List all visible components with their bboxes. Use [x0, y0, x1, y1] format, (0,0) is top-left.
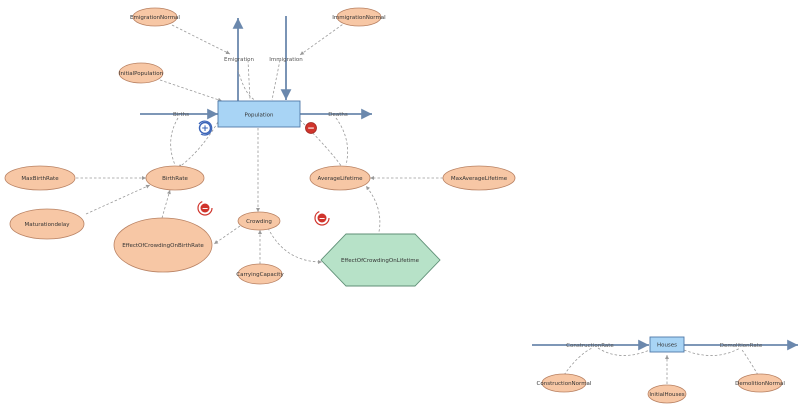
immigrationnormal-label: ImmigrationNormal: [332, 15, 386, 21]
construction-rate-label[interactable]: ConstructionRate: [566, 343, 614, 349]
variable-maturationdelay[interactable]: Maturationdelay: [9, 208, 85, 240]
effectofcrowdingonbirthrate-label: EffectOfCrowdingOnBirthRate: [122, 243, 204, 249]
maxaveragelifetime-label: MaxAverageLifetime: [451, 176, 508, 182]
link-emigration-population: [247, 59, 251, 101]
variable-immigrationnormal[interactable]: ImmigrationNormal: [332, 7, 386, 27]
deaths-flow-label[interactable]: Deaths: [328, 112, 348, 118]
births-flow-label[interactable]: Births: [173, 112, 189, 118]
loop-indicator-crowding-birth: −: [197, 200, 213, 216]
link-population-avglifetime: [299, 119, 343, 168]
crowding-label: Crowding: [246, 219, 272, 225]
variable-initialhouses[interactable]: InitialHouses: [647, 384, 687, 404]
constructionnormal-oval[interactable]: [541, 373, 587, 393]
averagelifetime-oval[interactable]: [309, 165, 371, 191]
crowding-birth-loop-sign: −: [202, 204, 209, 213]
effectofcrowdingonlifetime-hexagon[interactable]: [320, 233, 441, 287]
link-crowding-effectbirth: [213, 225, 241, 245]
negative-loop-icon: [317, 213, 327, 223]
constructionnormal-label: ConstructionNormal: [537, 381, 592, 387]
positive-loop-icon: [198, 121, 212, 135]
loop-arrow-icon: [314, 210, 330, 226]
causal-links: [76, 21, 759, 384]
population-stock[interactable]: [217, 100, 301, 128]
houses-label: Houses: [657, 343, 677, 349]
link-emigrationnormal-emigration: [171, 24, 231, 55]
immigration-flow-label[interactable]: Immigration: [269, 57, 303, 63]
loop-arrow-icon: [198, 120, 213, 136]
link-emig-pop-2: [237, 69, 256, 101]
loop-arrow-icon: [197, 200, 213, 216]
demolitionnormal-oval[interactable]: [737, 373, 783, 393]
maxbirthrate-oval[interactable]: [4, 165, 76, 191]
variable-effectofcrowdingonbirthrate[interactable]: EffectOfCrowdingOnBirthRate: [113, 217, 213, 273]
crowding-oval[interactable]: [237, 211, 281, 231]
loop-indicator-deaths: −: [305, 122, 317, 134]
births-loop-sign: +: [201, 124, 209, 134]
maxaveragelifetime-oval[interactable]: [442, 165, 516, 191]
link-maturationdelay-birthrate: [85, 184, 151, 215]
link-effectlifetime-avglifetime: [365, 185, 381, 237]
initialhouses-label: InitialHouses: [649, 392, 684, 398]
negative-loop-icon: [305, 122, 317, 134]
houses-stock[interactable]: [649, 336, 685, 353]
deaths-loop-sign: −: [307, 124, 315, 134]
maturationdelay-label: Maturationdelay: [25, 222, 71, 228]
link-deaths-avglifetime: [335, 117, 349, 166]
effectofcrowdingonlifetime-label: EffectOfCrowdingOnLifetime: [341, 258, 420, 264]
negative-loop-icon: [200, 203, 210, 213]
averagelifetime-label: AverageLifetime: [318, 176, 364, 182]
effectofcrowdingonbirthrate-oval[interactable]: [113, 217, 213, 273]
variable-crowding[interactable]: Crowding: [237, 211, 281, 231]
crowding-lifetime-loop-sign: −: [319, 214, 326, 223]
link-demolitionnormal-demolitionrate: [741, 349, 759, 376]
link-population-birthrate: [177, 121, 219, 169]
maturationdelay-oval[interactable]: [9, 208, 85, 240]
flow-pipes: [140, 16, 798, 351]
emigration-flow-label[interactable]: Emigration: [224, 57, 255, 63]
link-constructionnormal-constructionrate: [563, 347, 593, 376]
birthrate-oval[interactable]: [145, 165, 205, 191]
immigrationnormal-oval[interactable]: [336, 7, 382, 27]
link-crowding-effectlifetime: [267, 227, 323, 264]
variable-birthrate[interactable]: BirthRate: [145, 165, 205, 191]
variable-maxbirthrate[interactable]: MaxBirthRate: [4, 165, 76, 191]
variable-averagelifetime[interactable]: AverageLifetime: [309, 165, 371, 191]
maxbirthrate-label: MaxBirthRate: [21, 176, 59, 182]
link-births-birthrate: [170, 117, 179, 166]
variable-initialpopulation[interactable]: InitialPopulation: [118, 62, 164, 84]
carryingcapacity-label: CarryingCapacity: [236, 272, 284, 278]
emigrationnormal-oval[interactable]: [132, 7, 178, 27]
variable-emigrationnormal[interactable]: EmigrationNormal: [130, 7, 180, 27]
variable-carryingcapacity[interactable]: CarryingCapacity: [236, 263, 284, 285]
population-label: Population: [245, 113, 274, 119]
demolition-rate-label[interactable]: DemolitionRate: [720, 343, 763, 349]
link-houses-demolitionrate: [683, 347, 741, 356]
link-effectbirth-birthrate: [161, 189, 171, 219]
initialpopulation-label: InitialPopulation: [119, 71, 164, 77]
link-houses-constructionrate: [597, 347, 651, 356]
birthrate-label: BirthRate: [162, 176, 188, 182]
initialhouses-oval[interactable]: [647, 384, 687, 404]
demolitionnormal-label: DemolitionNormal: [735, 381, 785, 387]
variable-demolitionnormal[interactable]: DemolitionNormal: [735, 373, 785, 393]
loop-indicator-births: +: [198, 120, 213, 136]
link-initialpopulation-population: [159, 79, 223, 102]
carryingcapacity-oval[interactable]: [237, 263, 283, 285]
loop-indicator-crowding-lifetime: −: [314, 210, 330, 226]
emigrationnormal-label: EmigrationNormal: [130, 15, 180, 21]
variable-constructionnormal[interactable]: ConstructionNormal: [537, 373, 592, 393]
variable-maxaveragelifetime[interactable]: MaxAverageLifetime: [442, 165, 516, 191]
variable-effectofcrowdingonlifetime[interactable]: EffectOfCrowdingOnLifetime: [320, 233, 441, 287]
initialpopulation-oval[interactable]: [118, 62, 164, 84]
link-immigrationnormal-immigration: [299, 21, 347, 56]
link-immigration-population: [271, 59, 281, 101]
